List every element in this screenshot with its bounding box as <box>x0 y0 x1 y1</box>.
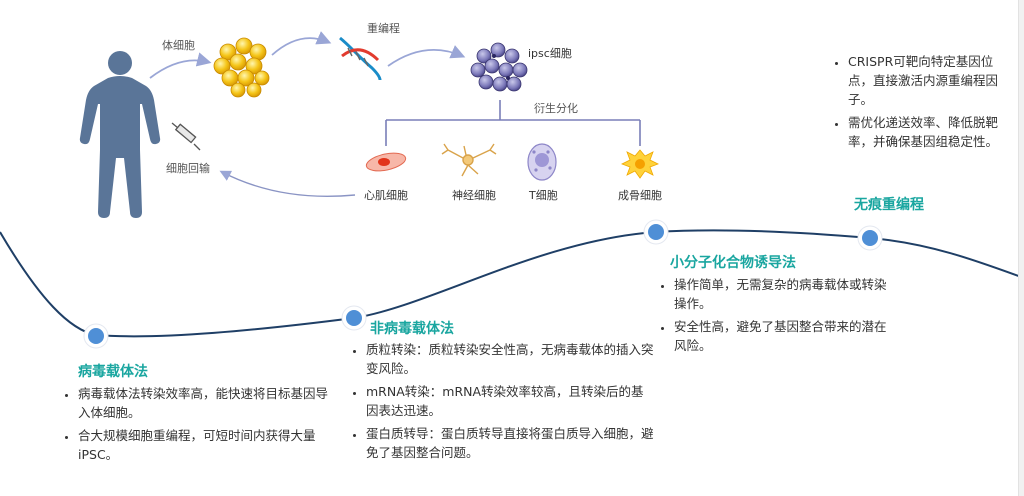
label-ipsc-cell: ipsc细胞 <box>528 47 572 60</box>
neuron-icon <box>441 143 497 177</box>
list-item: 安全性高，避免了基因整合带来的潜在风险。 <box>674 317 896 355</box>
method-title-small-molecule: 小分子化合物诱导法 <box>670 255 796 271</box>
method-points-small-molecule: 操作简单，无需复杂的病毒载体或转染操作。 安全性高，避免了基因整合带来的潜在风险… <box>654 275 896 359</box>
timeline-node-2 <box>341 305 367 331</box>
label-neuron: 神经细胞 <box>452 189 496 202</box>
label-reprogramming: 重编程 <box>367 22 400 35</box>
ipsc-cells-icon <box>470 42 528 92</box>
list-item: 病毒载体法转染效率高，能快速将目标基因导入体细胞。 <box>78 384 328 422</box>
timeline-node-1 <box>83 323 109 349</box>
label-derived-differentiation: 衍生分化 <box>534 102 578 115</box>
list-item: 质粒转染：质粒转染安全性高，无病毒载体的插入突变风险。 <box>366 340 656 378</box>
list-item: CRISPR可靶向特定基因位点，直接激活内源重编程因子。 <box>848 52 1014 109</box>
arrow-somatic <box>149 52 212 79</box>
osteoblast-icon <box>621 149 659 179</box>
list-item: 合大规模细胞重编程，可短时间内获得大量iPSC。 <box>78 426 328 464</box>
timeline-node-3 <box>643 219 669 245</box>
list-item: 操作简单，无需复杂的病毒载体或转染操作。 <box>674 275 896 313</box>
list-item: 蛋白质转导：蛋白质转导直接将蛋白质导入细胞，避免了基因整合问题。 <box>366 424 656 462</box>
arrow-reprogram-1 <box>271 31 332 56</box>
dna-helix-icon <box>339 36 382 81</box>
timeline-node-4 <box>857 225 883 251</box>
label-cell-reinfusion: 细胞回输 <box>166 162 210 175</box>
method-title-viral-vector: 病毒载体法 <box>78 364 148 380</box>
window-edge <box>1018 0 1024 496</box>
list-item: 需优化递送效率、降低脱靶率，并确保基因组稳定性。 <box>848 113 1014 151</box>
method-points-non-viral-vector: 质粒转染：质粒转染安全性高，无病毒载体的插入突变风险。 mRNA转染：mRNA转… <box>346 340 656 466</box>
arrow-reinfusion <box>219 170 356 198</box>
label-cardiomyocyte: 心肌细胞 <box>364 189 408 202</box>
method-title-footprint-free: 无痕重编程 <box>854 197 924 213</box>
list-item: mRNA转染：mRNA转染效率较高，且转染后的基因表达迅速。 <box>366 382 656 420</box>
human-figure-icon <box>79 51 161 218</box>
label-osteoblast: 成骨细胞 <box>618 189 662 202</box>
method-points-footprint-free: CRISPR可靶向特定基因位点，直接激活内源重编程因子。 需优化递送效率、降低脱… <box>828 52 1014 155</box>
method-title-non-viral-vector: 非病毒载体法 <box>370 321 454 337</box>
arrow-reprogram-2 <box>387 45 466 67</box>
label-somatic-cell: 体细胞 <box>162 39 195 52</box>
t-cell-icon <box>527 143 557 181</box>
somatic-cells-icon <box>213 37 270 98</box>
syringe-icon <box>171 122 201 151</box>
method-points-viral-vector: 病毒载体法转染效率高，能快速将目标基因导入体细胞。 合大规模细胞重编程，可短时间… <box>58 384 328 468</box>
label-t-cell: T细胞 <box>529 189 558 202</box>
differentiation-bracket <box>385 100 641 146</box>
cardiomyocyte-icon <box>365 152 407 172</box>
